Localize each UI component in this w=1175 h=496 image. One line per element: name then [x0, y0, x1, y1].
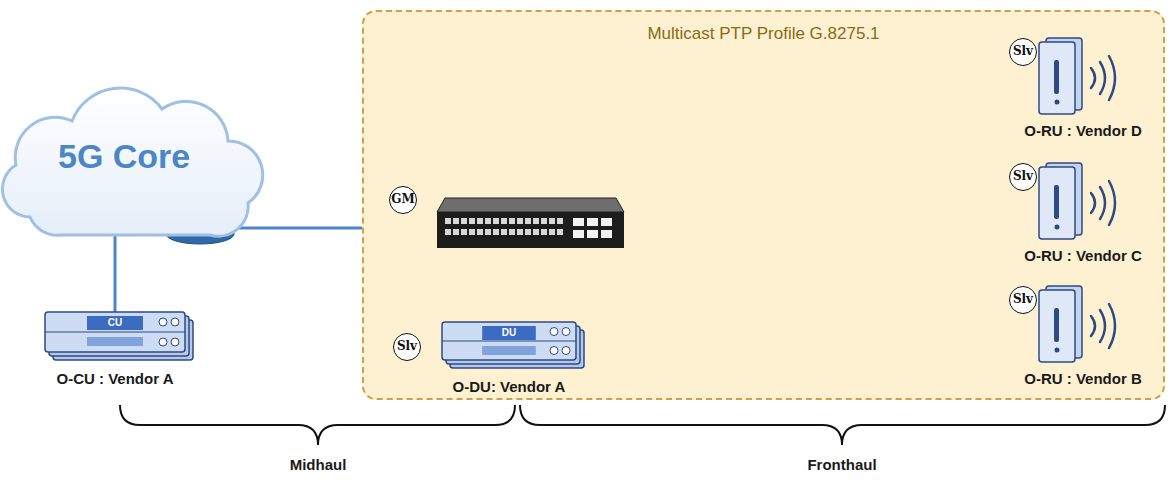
section-label: Fronthaul	[807, 456, 876, 473]
ru-shape	[1039, 167, 1089, 239]
region-node: GMSlvDUO-DU: Vendor ASlvO-RU : Vendor DS…	[362, 10, 1165, 400]
section-label: Midhaul	[290, 456, 347, 473]
clock-role-badge: Slv	[1009, 163, 1037, 191]
midhaul-brace	[120, 405, 515, 445]
ru-node: SlvO-RU : Vendor D	[1039, 42, 1089, 114]
device-label: O-RU : Vendor B	[1024, 370, 1142, 387]
server-node: CUO-CU : Vendor A	[45, 312, 193, 360]
server-node: SlvDUO-DU: Vendor A	[442, 322, 584, 368]
switch-node: GM	[437, 198, 624, 248]
clock-role-badge: Slv	[1009, 286, 1037, 314]
device-label: O-RU : Vendor D	[1024, 122, 1142, 139]
icon-label: DU	[442, 326, 576, 340]
clock-role-badge: Slv	[1009, 38, 1037, 66]
clock-role-badge: Slv	[393, 333, 421, 361]
device-label: O-DU: Vendor A	[453, 378, 566, 395]
icon-label: CU	[45, 316, 185, 330]
ru-shape	[1039, 290, 1089, 362]
fronthaul-brace	[520, 405, 1165, 445]
ru-node: SlvO-RU : Vendor C	[1039, 167, 1089, 239]
region-title: Multicast PTP Profile G.8275.1	[364, 24, 1163, 44]
ru-shape	[1039, 42, 1089, 114]
device-label: O-RU : Vendor C	[1024, 247, 1142, 264]
cloud-node: 5G Core	[0, 85, 265, 245]
device-label: O-CU : Vendor A	[57, 370, 174, 387]
switch-shape	[437, 198, 624, 248]
ru-node: SlvO-RU : Vendor B	[1039, 290, 1089, 362]
clock-role-badge: GM	[389, 186, 417, 214]
cloud-label: 5G Core	[58, 137, 190, 176]
